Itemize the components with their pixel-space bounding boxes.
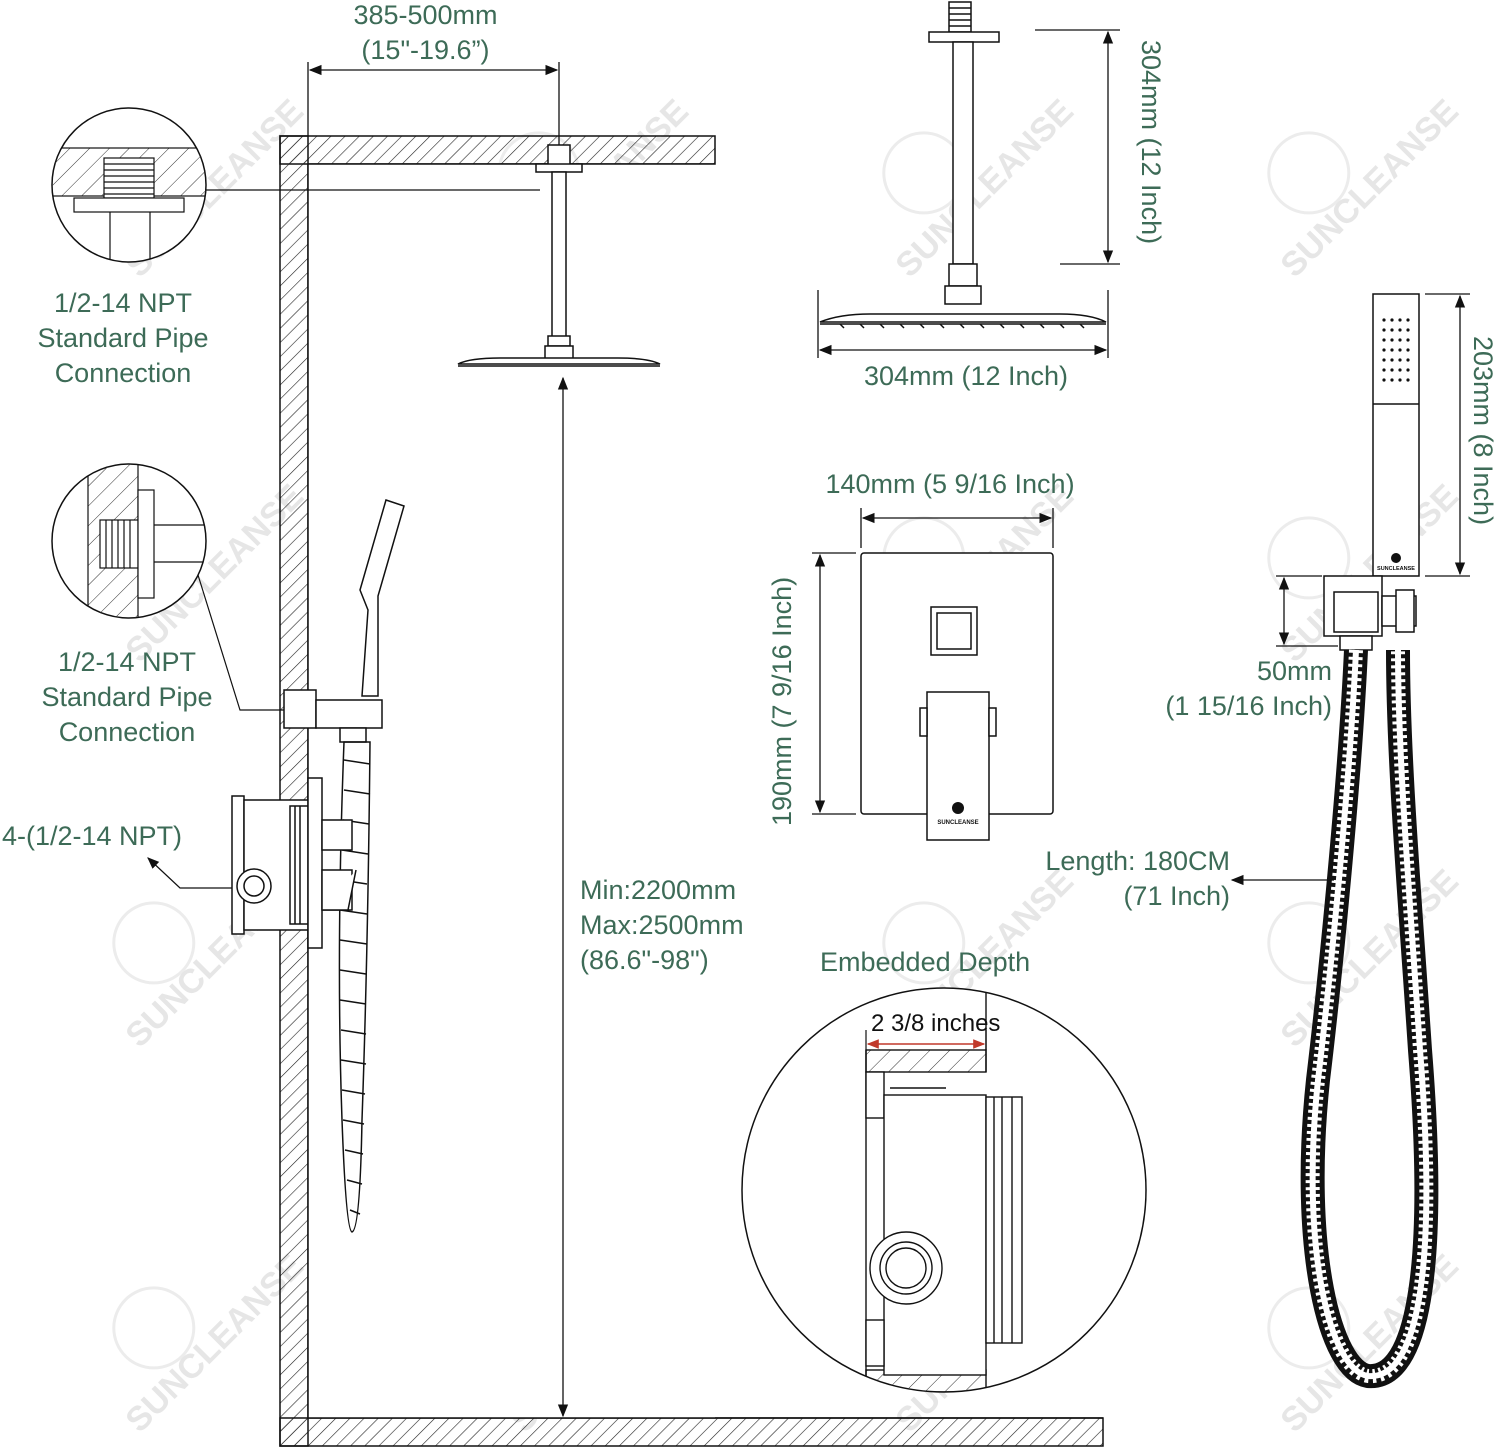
valve-ports-label: 4-(1/2-14 NPT) — [2, 821, 183, 851]
watermark-text: SUNCLEANSE — [1273, 92, 1466, 285]
mount-height-label: Min:2200mm Max:2500mm (86.6"-98") — [580, 873, 744, 978]
hose-length-cm: Length: 180CM — [1045, 846, 1230, 876]
ceiling-pipe-conn: Connection — [54, 358, 192, 388]
arm-length-label: 304mm (12 Inch) — [1136, 40, 1166, 245]
ceiling-connection-detail — [51, 107, 207, 263]
hose-right — [1300, 649, 1439, 1389]
valve-body-left — [231, 777, 357, 949]
svg-text:SUNCLEANSE: SUNCLEANSE — [1377, 566, 1415, 572]
hose-length-inch: (71 Inch) — [1123, 881, 1230, 911]
trim-dimensions — [812, 508, 1054, 815]
embedded-depth-detail — [741, 987, 1147, 1393]
holder-size-inch: (1 15/16 Inch) — [1165, 691, 1332, 721]
ceiling-pipe-size: 1/2-14 NPT — [53, 288, 193, 318]
ceiling-pipe-label: 1/2-14 NPT Standard Pipe Connection — [18, 286, 228, 391]
trim-plate: SUNCLEANSE — [860, 552, 1054, 841]
holder-size-label: 50mm (1 15/16 Inch) — [1130, 654, 1332, 724]
embedded-depth-value: 2 3/8 inches — [871, 1010, 1001, 1037]
head-dimensions — [817, 29, 1120, 358]
watermark-text: SUNCLEANSE — [1273, 1247, 1466, 1440]
wall-connection-detail — [51, 463, 207, 619]
arm-spacing-dimension — [307, 62, 560, 145]
mount-height-max: Max:2500mm — [580, 910, 744, 940]
watermark-text: SUNCLEANSE — [1273, 862, 1466, 1055]
wall-pipe-conn: Connection — [58, 717, 196, 747]
hose-length-label: Length: 180CM (71 Inch) — [1010, 844, 1230, 914]
handheld-dimensions — [1230, 293, 1470, 886]
hand-shower-left — [283, 499, 405, 1233]
arm-spacing-inch: (15"-19.6”) — [361, 35, 490, 65]
callout-lines — [147, 189, 540, 889]
wall-pipe-size: 1/2-14 NPT — [57, 647, 197, 677]
wall-section — [279, 135, 1104, 1447]
arm-spacing-mm: 385-500mm — [353, 0, 498, 30]
mount-height-inch: (86.6"-98") — [580, 945, 709, 975]
embedded-depth-title: Embedded Depth — [820, 947, 1031, 977]
ceiling-arm-detail — [819, 1, 1107, 329]
holder-size-mm: 50mm — [1256, 656, 1332, 686]
handheld-length-label: 203mm (8 Inch) — [1468, 336, 1498, 526]
trim-width-label: 140mm (5 9/16 Inch) — [825, 469, 1075, 499]
watermark-text: SUNCLEANSE — [888, 92, 1081, 285]
mount-height-min: Min:2200mm — [580, 875, 737, 905]
wall-pipe-type: Standard Pipe — [41, 682, 213, 712]
ceiling-arm-left — [457, 144, 661, 367]
trim-height-label: 190mm (7 9/16 Inch) — [767, 576, 797, 826]
handheld-shower: SUNCLEANSE — [1323, 293, 1420, 651]
head-width-label: 304mm (12 Inch) — [863, 361, 1069, 391]
brand-logo-text: SUNCLEANSE — [937, 820, 978, 826]
ceiling-pipe-type: Standard Pipe — [37, 323, 209, 353]
arm-spacing-label: 385-500mm (15"-19.6”) — [318, 0, 533, 68]
wall-pipe-label: 1/2-14 NPT Standard Pipe Connection — [22, 645, 232, 750]
